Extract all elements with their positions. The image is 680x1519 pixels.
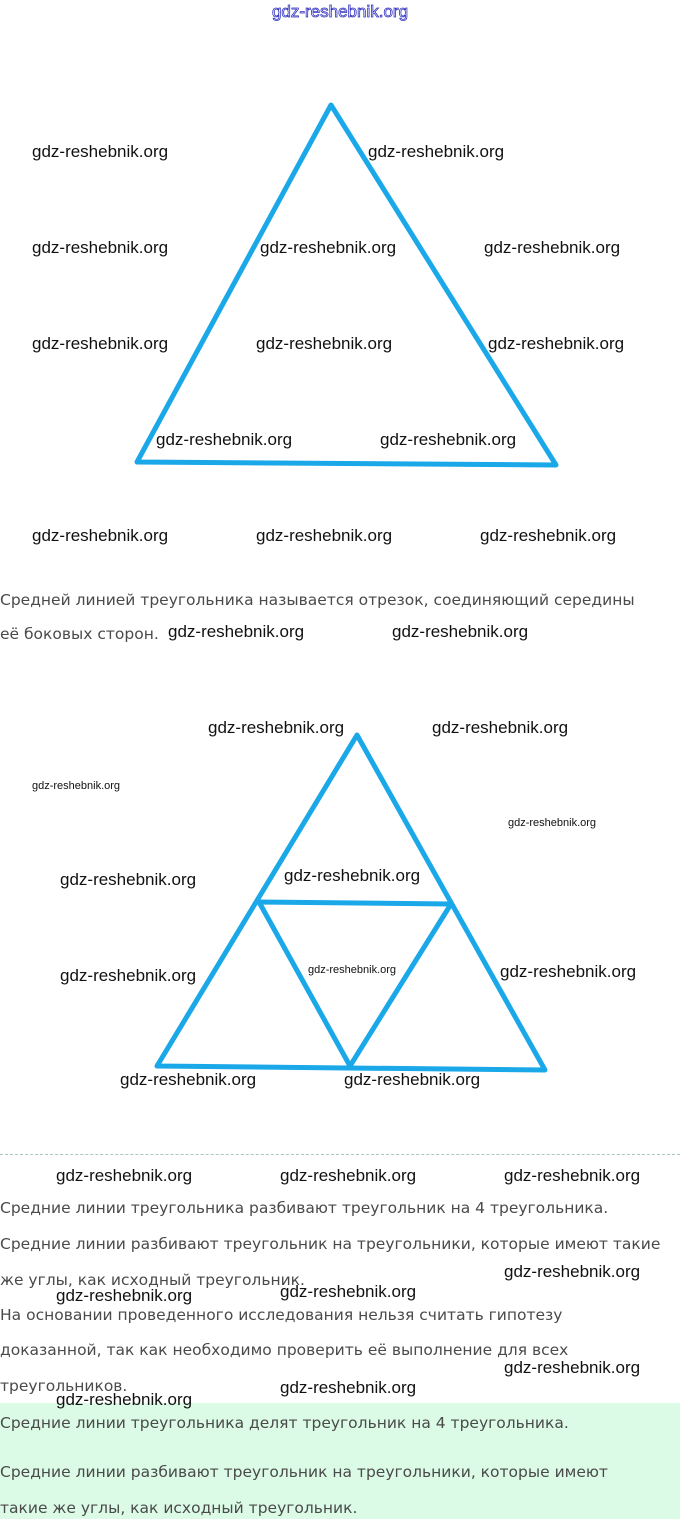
observation-text: Средние линии треугольника разбивают тре… xyxy=(0,1199,609,1217)
watermark: gdz-reshebnik.org xyxy=(380,430,517,449)
watermark: gdz-reshebnik.org xyxy=(504,1262,641,1281)
watermark: gdz-reshebnik.org xyxy=(208,718,345,737)
watermark: gdz-reshebnik.org xyxy=(32,334,169,353)
watermark: gdz-reshebnik.org xyxy=(280,1166,417,1185)
watermark: gdz-reshebnik.org xyxy=(488,334,625,353)
watermark: gdz-reshebnik.org xyxy=(308,964,397,976)
watermark: gdz-reshebnik.org xyxy=(500,962,637,981)
watermark: gdz-reshebnik.org xyxy=(392,622,529,641)
conclusion-text: Средние линии разбивают треугольник на т… xyxy=(0,1463,608,1481)
divider xyxy=(0,1154,680,1155)
watermark: gdz-reshebnik.org xyxy=(344,1070,481,1089)
watermark: gdz-reshebnik.org xyxy=(60,966,197,985)
observation-text: доказанной, так как необходимо проверить… xyxy=(0,1341,569,1359)
watermark: gdz-reshebnik.org xyxy=(168,622,305,641)
watermark: gdz-reshebnik.org xyxy=(32,238,169,257)
watermark: gdz-reshebnik.org xyxy=(56,1390,193,1409)
triangle-figure-1 xyxy=(134,102,559,468)
watermark: gdz-reshebnik.org xyxy=(32,142,169,161)
observation-text: же углы, как исходный треугольник. xyxy=(0,1271,305,1289)
watermark: gdz-reshebnik.org xyxy=(484,238,621,257)
watermark: gdz-reshebnik.org xyxy=(120,1070,257,1089)
watermark: gdz-reshebnik.org xyxy=(156,430,293,449)
watermark: gdz-reshebnik.org xyxy=(504,1358,641,1377)
watermark: gdz-reshebnik.org xyxy=(508,817,597,829)
site-header-link[interactable]: gdz-reshebnik.org xyxy=(271,2,409,22)
watermark: gdz-reshebnik.org xyxy=(60,870,197,889)
watermark: gdz-reshebnik.org xyxy=(256,526,393,545)
watermark: gdz-reshebnik.org xyxy=(280,1378,417,1397)
conclusion-text: Средние линии треугольника делят треугол… xyxy=(0,1414,569,1432)
watermark: gdz-reshebnik.org xyxy=(56,1166,193,1185)
watermark: gdz-reshebnik.org xyxy=(56,1286,193,1305)
watermark: gdz-reshebnik.org xyxy=(480,526,617,545)
watermark: gdz-reshebnik.org xyxy=(280,1282,417,1301)
watermark: gdz-reshebnik.org xyxy=(260,238,397,257)
midline-triangle xyxy=(256,899,454,1069)
watermark: gdz-reshebnik.org xyxy=(284,866,421,885)
definition-text: её боковых сторон. xyxy=(0,625,159,643)
observation-text: Средние линии разбивают треугольник на т… xyxy=(0,1235,661,1253)
definition-text: Средней линией треугольника называется о… xyxy=(0,591,635,609)
watermark: gdz-reshebnik.org xyxy=(432,718,569,737)
observation-text: На основании проведенного исследования н… xyxy=(0,1306,563,1324)
watermark: gdz-reshebnik.org xyxy=(32,526,169,545)
watermark: gdz-reshebnik.org xyxy=(368,142,505,161)
watermark: gdz-reshebnik.org xyxy=(256,334,393,353)
conclusion-box xyxy=(0,1403,680,1519)
watermark: gdz-reshebnik.org xyxy=(32,780,121,792)
conclusion-text: такие же углы, как исходный треугольник. xyxy=(0,1499,358,1517)
watermark: gdz-reshebnik.org xyxy=(504,1166,641,1185)
observation-text: треугольников. xyxy=(0,1377,128,1395)
